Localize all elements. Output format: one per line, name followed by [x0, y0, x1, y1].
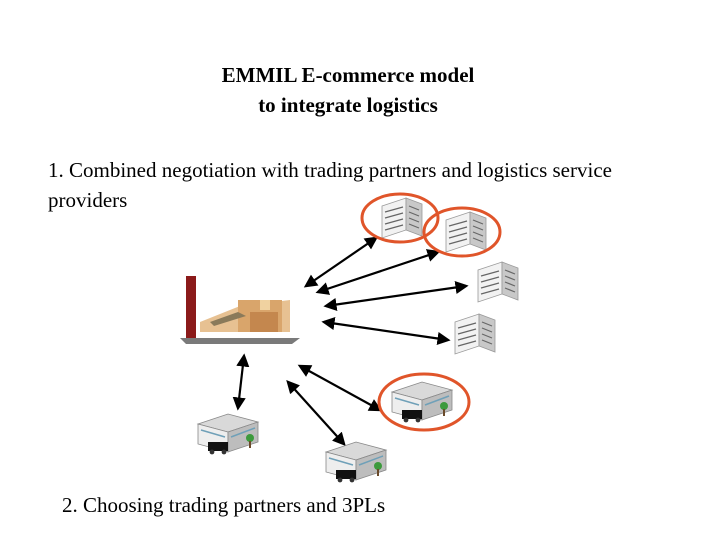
warehouse-truck-icon	[325, 441, 387, 484]
office-building-icon	[477, 261, 519, 303]
warehouse-truck-icon	[197, 413, 259, 456]
office-building-icon	[454, 313, 496, 355]
factory-icon	[180, 276, 300, 344]
title-line-2: to integrate logistics	[258, 93, 438, 117]
connection-arrows	[232, 236, 469, 446]
title-line-1: EMMIL E-commerce model	[221, 63, 475, 87]
diagram-title: EMMIL E-commerce model to integrate logi…	[150, 60, 546, 120]
office-building-icon	[422, 206, 502, 258]
warehouse-truck-icon	[377, 372, 471, 432]
step-1-text: 1. Combined negotiation with trading par…	[48, 158, 612, 212]
office-building-icon	[360, 192, 440, 244]
step-2-text: 2. Choosing trading partners and 3PLs	[62, 493, 386, 517]
